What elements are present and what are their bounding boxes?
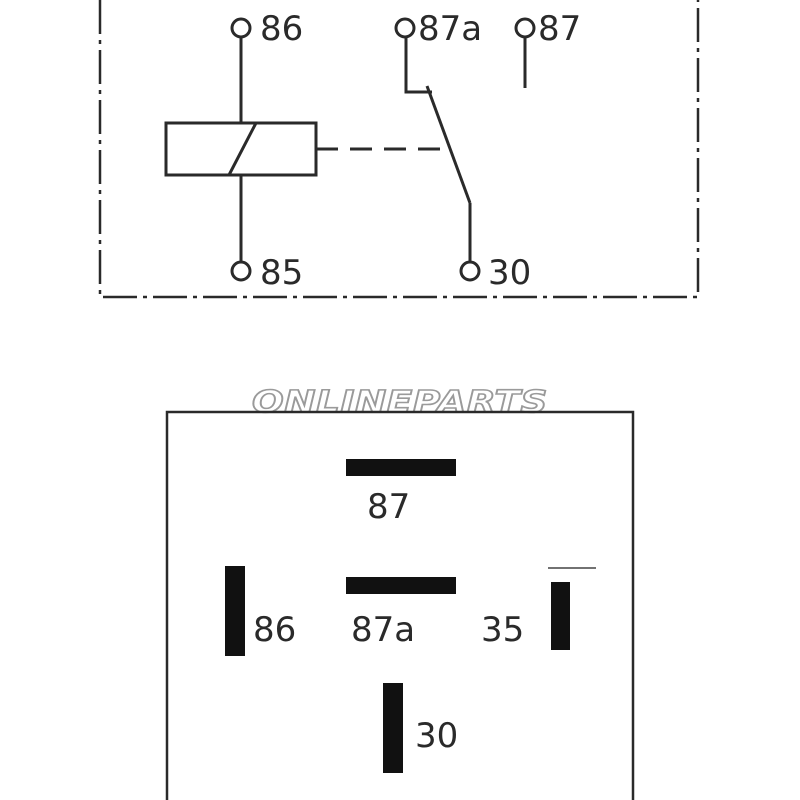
terminal-87a-dot	[394, 17, 416, 39]
pin-87	[346, 459, 456, 476]
pin-87a	[346, 577, 456, 594]
nc-contact-wire	[404, 38, 432, 94]
pin-35	[551, 582, 570, 650]
schematic-labels: 86 87a 87 85 30	[260, 9, 581, 293]
coil-slash	[227, 122, 258, 176]
schematic-enclosure	[98, 0, 700, 299]
pin-86	[225, 566, 245, 656]
terminal-87-label: 87	[538, 9, 581, 49]
watermark: ONLINEPARTS	[252, 385, 548, 420]
terminal-86-label: 86	[260, 9, 303, 49]
terminal-87a-label: 87a	[418, 9, 482, 49]
pin-35-label: 35	[481, 610, 524, 650]
terminal-87-dot	[514, 17, 536, 39]
switch-arm	[425, 85, 472, 204]
pinout-housing	[165, 410, 635, 800]
schematic	[98, 0, 700, 299]
pinout: 87 87a 86 35 30	[165, 410, 635, 800]
terminal-85-dot	[230, 260, 252, 282]
pin-87a-label: 87a	[351, 610, 415, 650]
pin-30-label: 30	[415, 716, 458, 756]
terminal-85-label: 85	[260, 253, 303, 293]
pin-87-label: 87	[367, 487, 410, 527]
terminal-30-label: 30	[488, 253, 531, 293]
terminal-86-dot	[230, 17, 252, 39]
terminal-30-dot	[459, 260, 481, 282]
pin-30	[383, 683, 403, 773]
pin-86-label: 86	[253, 610, 296, 650]
